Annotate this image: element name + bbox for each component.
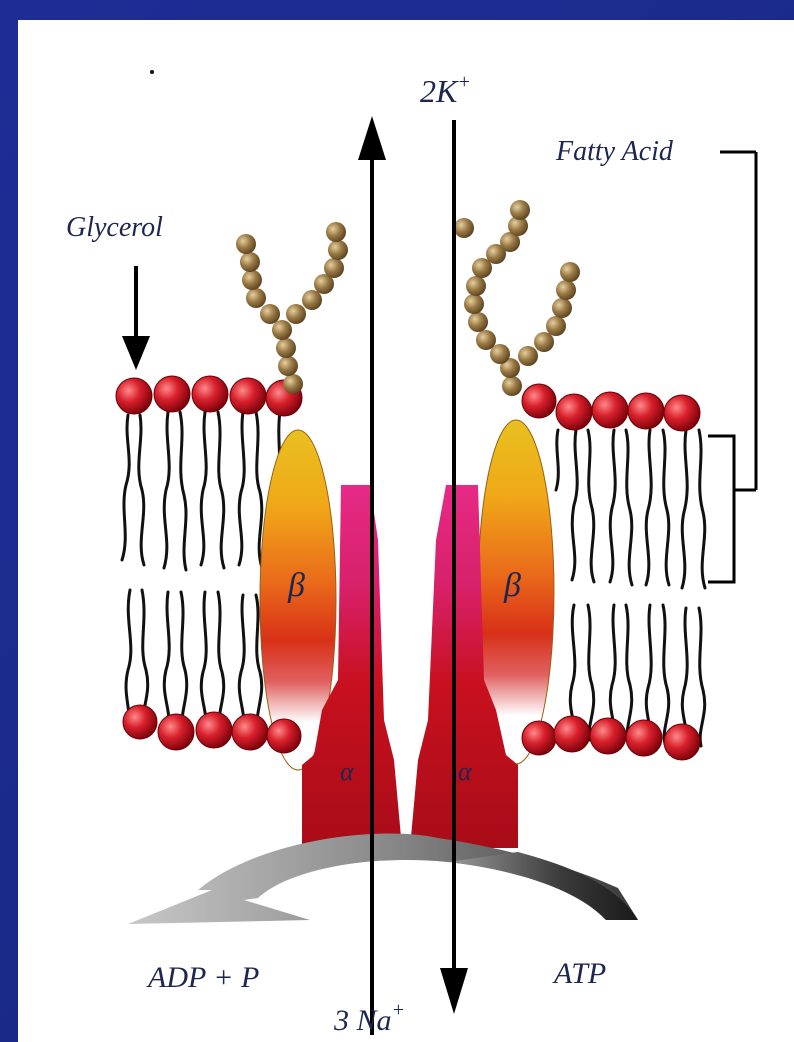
adp-label: ADP + P [146, 961, 259, 994]
lipid-heads-lower [123, 705, 700, 760]
beta-label-right: β [503, 567, 521, 604]
potassium-label: 2K+ [420, 71, 471, 109]
alpha-label-left: α [340, 757, 355, 786]
beta-label-left: β [287, 567, 305, 604]
glycan-chain-right [454, 200, 580, 396]
glycerol-label: Glycerol [66, 212, 163, 243]
lipid-tails-upper [122, 412, 705, 588]
fatty-acid-bracket [708, 152, 756, 582]
glycan-chain-left [236, 222, 348, 394]
atp-label: ATP [552, 957, 606, 990]
fatty-acid-label: Fatty Acid [555, 136, 674, 167]
stray-dot [150, 70, 154, 74]
alpha-label-right: α [458, 757, 473, 786]
sodium-label: 3 Na+ [333, 999, 405, 1037]
sodium-potassium-pump-diagram: 2K+ Fatty Acid Glycerol β β α α ADP + P … [18, 20, 794, 1042]
diagram-panel: 2K+ Fatty Acid Glycerol β β α α ADP + P … [18, 20, 794, 1042]
glycerol-pointer-arrow [122, 266, 150, 370]
